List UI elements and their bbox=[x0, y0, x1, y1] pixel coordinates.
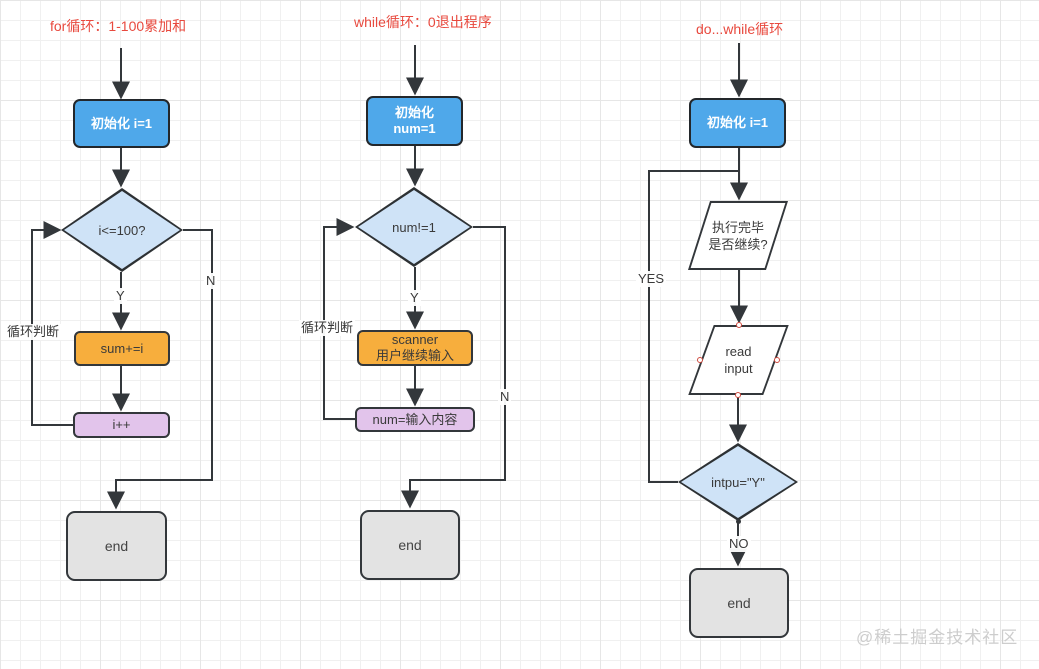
chart3-yes-label: YES bbox=[636, 271, 667, 287]
chart1-title: for循环：1-100累加和 bbox=[50, 18, 187, 34]
chart2-init-label-line1: 初始化 bbox=[394, 105, 434, 120]
chart2-loop-edge-label: 循环判断 bbox=[299, 320, 356, 336]
chart2-end-node: end bbox=[360, 510, 460, 580]
watermark: @稀土掘金技术社区 bbox=[856, 628, 1019, 647]
connection-point-top-icon bbox=[736, 322, 742, 328]
chart1-step1-node: sum+=i bbox=[74, 331, 170, 366]
chart3-init-node: 初始化 i=1 bbox=[689, 98, 786, 148]
chart1-init-label: 初始化 i=1 bbox=[90, 115, 153, 131]
chart1-end-node: end bbox=[66, 511, 167, 581]
chart2-step1-node: scanner 用户继续输入 bbox=[357, 330, 473, 366]
chart2-yes-label: Y bbox=[408, 290, 421, 306]
chart1-loop-edge-label: 循环判断 bbox=[5, 324, 62, 340]
edge-endpoint-dot bbox=[736, 519, 741, 524]
chart2-init-node: 初始化 num=1 bbox=[366, 96, 463, 146]
chart3-title: do...while循环 bbox=[696, 21, 784, 37]
chart3-io1-label-line2: 是否继续? bbox=[708, 236, 768, 252]
chart3-io1-label-line1: 执行完毕 bbox=[711, 219, 764, 235]
chart1-end-label: end bbox=[104, 538, 129, 554]
c3-edge-yes-loop-back bbox=[648, 170, 738, 483]
connection-point-bottom-icon bbox=[735, 392, 741, 398]
chart2-no-label: N bbox=[498, 389, 512, 405]
chart3-no-label: NO bbox=[727, 536, 751, 552]
chart1-init-node: 初始化 i=1 bbox=[73, 99, 170, 148]
chart1-no-label: N bbox=[204, 273, 218, 289]
chart1-yes-label: Y bbox=[114, 288, 127, 304]
chart1-condition-label: i<=100? bbox=[98, 222, 146, 238]
chart3-end-label: end bbox=[727, 595, 751, 611]
chart2-step2-label: num=输入内容 bbox=[372, 411, 458, 427]
chart2-title: while循环：0退出程序 bbox=[354, 14, 492, 30]
c2-edge-no-branch bbox=[401, 226, 506, 509]
chart3-init-label: 初始化 i=1 bbox=[706, 115, 769, 130]
c1-edge-no-branch bbox=[107, 229, 213, 510]
chart3-io1-node: 执行完毕 是否继续? bbox=[687, 201, 789, 270]
connection-point-right-icon bbox=[774, 357, 780, 363]
chart2-step1-label-line2: 用户继续输入 bbox=[375, 348, 454, 363]
chart1-step2-label: i++ bbox=[112, 417, 131, 432]
chart1-step1-label: sum+=i bbox=[100, 340, 144, 356]
chart3-io2-label-line2: input bbox=[724, 361, 753, 376]
chart2-step1-label-line1: scanner bbox=[391, 332, 439, 347]
chart3-condition-label: intpu="Y" bbox=[711, 474, 765, 490]
connection-point-left-icon bbox=[697, 357, 703, 363]
chart1-step2-node: i++ bbox=[73, 412, 170, 438]
chart3-end-node: end bbox=[689, 568, 789, 638]
chart2-step2-node: num=输入内容 bbox=[355, 407, 475, 432]
chart2-condition-label: num!=1 bbox=[392, 219, 436, 235]
chart3-io2-label-line1: read bbox=[725, 344, 752, 359]
chart2-end-label: end bbox=[398, 537, 422, 553]
chart2-init-label-line2: num=1 bbox=[393, 121, 436, 136]
